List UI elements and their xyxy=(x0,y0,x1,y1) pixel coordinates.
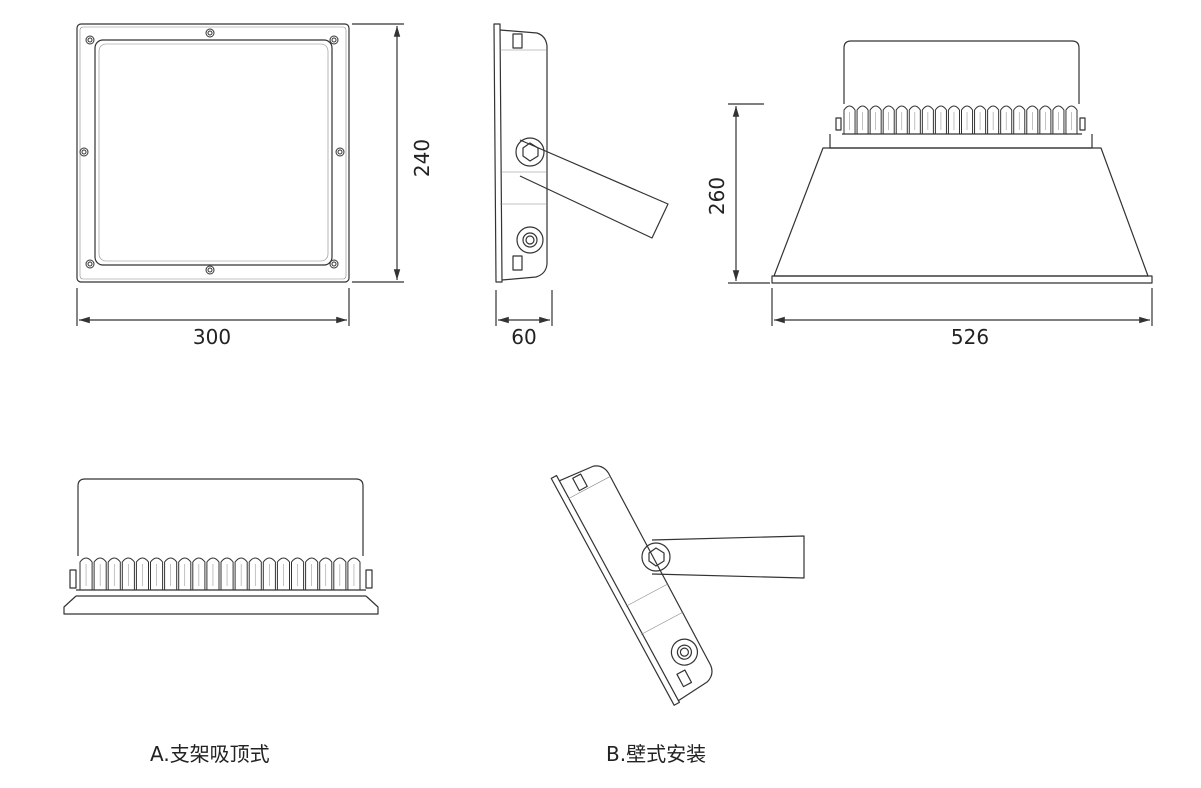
top-heatsink-fins xyxy=(843,105,1078,134)
top-view xyxy=(728,40,1153,326)
heatsink-fin xyxy=(276,557,290,590)
mount-a-heatsink-fins xyxy=(79,557,361,590)
heatsink-fin xyxy=(921,105,934,134)
heatsink-fin xyxy=(234,557,248,590)
heatsink-fin xyxy=(262,557,276,590)
side-depth-dimension xyxy=(495,290,553,326)
side-depth-label: 60 xyxy=(511,325,536,349)
heatsink-fin xyxy=(908,105,921,134)
heatsink-fin xyxy=(164,557,178,590)
heatsink-fin xyxy=(947,105,960,134)
heatsink-fin xyxy=(206,557,220,590)
heatsink-fin xyxy=(961,105,974,134)
front-width-label: 300 xyxy=(193,325,231,349)
heatsink-fin xyxy=(974,105,987,134)
heatsink-fin xyxy=(248,557,262,590)
heatsink-fin xyxy=(1013,105,1026,134)
heatsink-fin xyxy=(192,557,206,590)
heatsink-fin xyxy=(934,105,947,134)
mount-b-arm xyxy=(641,535,805,579)
heatsink-fin xyxy=(843,105,856,134)
top-height-dimension xyxy=(728,103,770,284)
mount-b-drawing xyxy=(550,465,713,706)
caption-mount-a: A.支架吸顶式 xyxy=(150,742,270,766)
heatsink-fin xyxy=(1052,105,1065,134)
heatsink-fin xyxy=(1065,105,1078,134)
heatsink-fin xyxy=(882,105,895,134)
heatsink-fin xyxy=(107,557,121,590)
heatsink-fin xyxy=(1039,105,1052,134)
front-height-dimension xyxy=(352,23,404,283)
heatsink-fin xyxy=(1026,105,1039,134)
front-view xyxy=(76,23,404,326)
heatsink-fin xyxy=(93,557,107,590)
heatsink-fin xyxy=(135,557,149,590)
heatsink-fin xyxy=(347,557,361,590)
top-width-label: 526 xyxy=(951,325,989,349)
front-height-label: 240 xyxy=(410,139,434,177)
front-width-dimension xyxy=(76,288,350,326)
heatsink-fin xyxy=(1000,105,1013,134)
mount-a-drawing xyxy=(63,478,379,615)
heatsink-fin xyxy=(220,557,234,590)
heatsink-fin xyxy=(291,557,305,590)
heatsink-fin xyxy=(150,557,164,590)
top-width-dimension xyxy=(771,288,1153,326)
heatsink-fin xyxy=(319,557,333,590)
heatsink-fin xyxy=(869,105,882,134)
heatsink-fin xyxy=(856,105,869,134)
heatsink-fin xyxy=(305,557,319,590)
heatsink-fin xyxy=(121,557,135,590)
top-height-label: 260 xyxy=(705,177,729,215)
heatsink-fin xyxy=(79,557,93,590)
front-screws xyxy=(79,28,345,275)
caption-mount-b: B.壁式安装 xyxy=(606,742,707,766)
heatsink-fin xyxy=(333,557,347,590)
heatsink-fin xyxy=(987,105,1000,134)
heatsink-fin xyxy=(895,105,908,134)
heatsink-fin xyxy=(178,557,192,590)
side-view xyxy=(493,23,669,326)
